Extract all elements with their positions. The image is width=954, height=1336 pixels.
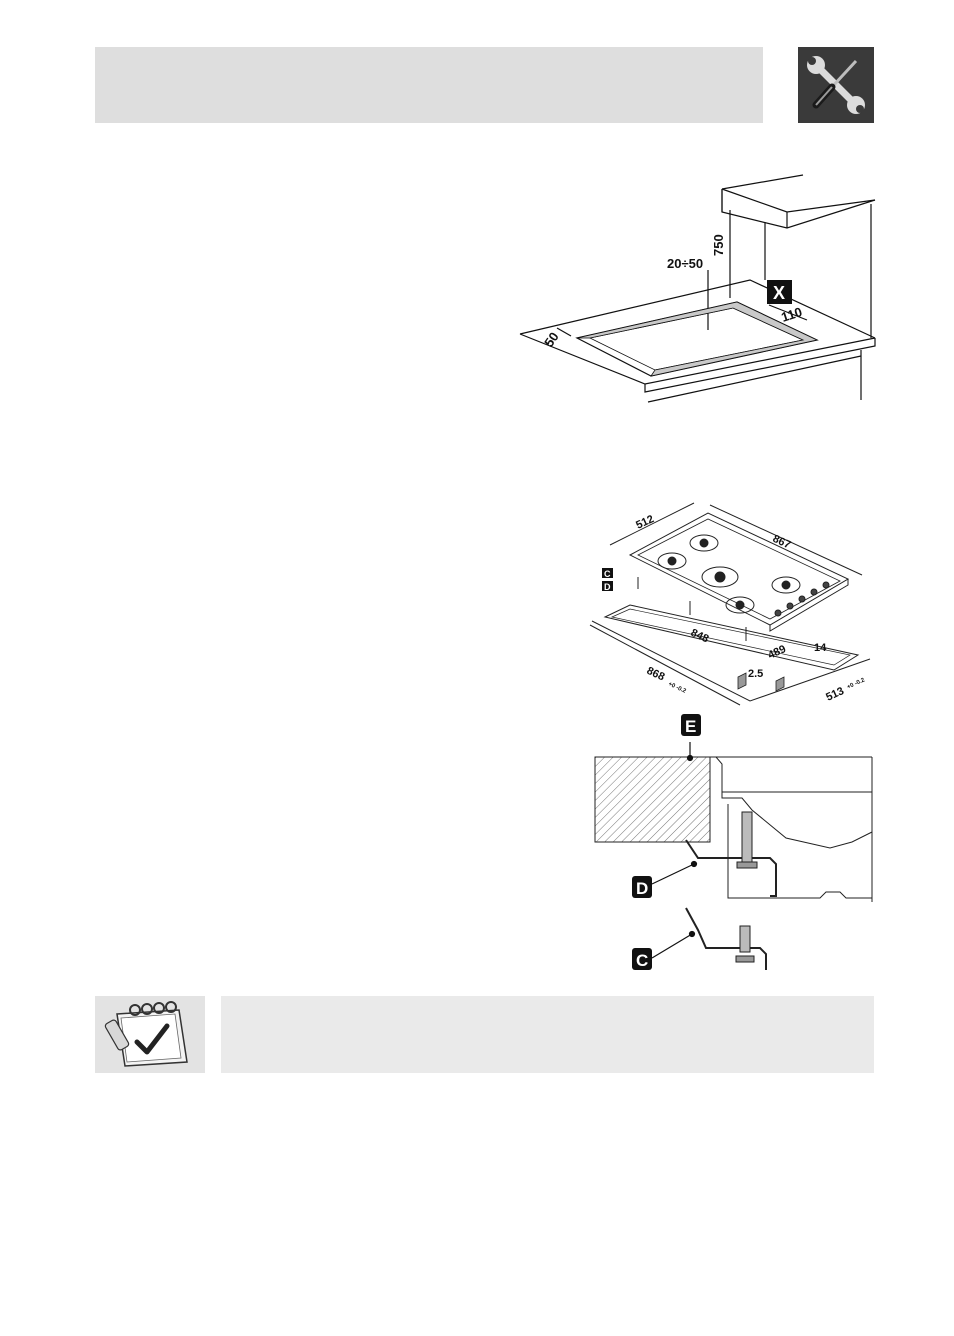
dim-750: 750 bbox=[711, 234, 726, 256]
label-c: C bbox=[636, 951, 648, 970]
note-band bbox=[221, 996, 874, 1073]
dim-50: 50 bbox=[541, 329, 562, 349]
dimensions-figure: 512 867 848 489 14 2.5 868 +0 -0.2 513 +… bbox=[589, 502, 875, 720]
section-figure: E D C bbox=[590, 712, 880, 972]
label-x: X bbox=[773, 283, 785, 303]
dim-848: 848 bbox=[689, 627, 711, 646]
dim-513-tolerance: +0 -0.2 bbox=[846, 677, 866, 691]
niche-figure: 750 20÷50 50 110 X bbox=[515, 170, 880, 418]
dim-868-tolerance: +0 -0.2 bbox=[667, 681, 687, 695]
label-c-small: C bbox=[604, 569, 611, 579]
header-band bbox=[95, 47, 763, 123]
notepad-check-icon bbox=[95, 996, 205, 1073]
label-e: E bbox=[685, 717, 696, 736]
dim-2-5: 2.5 bbox=[748, 668, 763, 680]
dim-14: 14 bbox=[814, 642, 827, 654]
dim-513: 513 bbox=[824, 685, 846, 704]
dim-867: 867 bbox=[771, 533, 793, 552]
label-d-small: D bbox=[604, 582, 611, 592]
dim-512: 512 bbox=[634, 513, 656, 532]
dim-868: 868 bbox=[645, 665, 667, 684]
dim-110: 110 bbox=[779, 304, 804, 325]
tools-icon bbox=[798, 47, 874, 123]
label-d: D bbox=[636, 879, 648, 898]
dim-20-50: 20÷50 bbox=[667, 256, 703, 271]
